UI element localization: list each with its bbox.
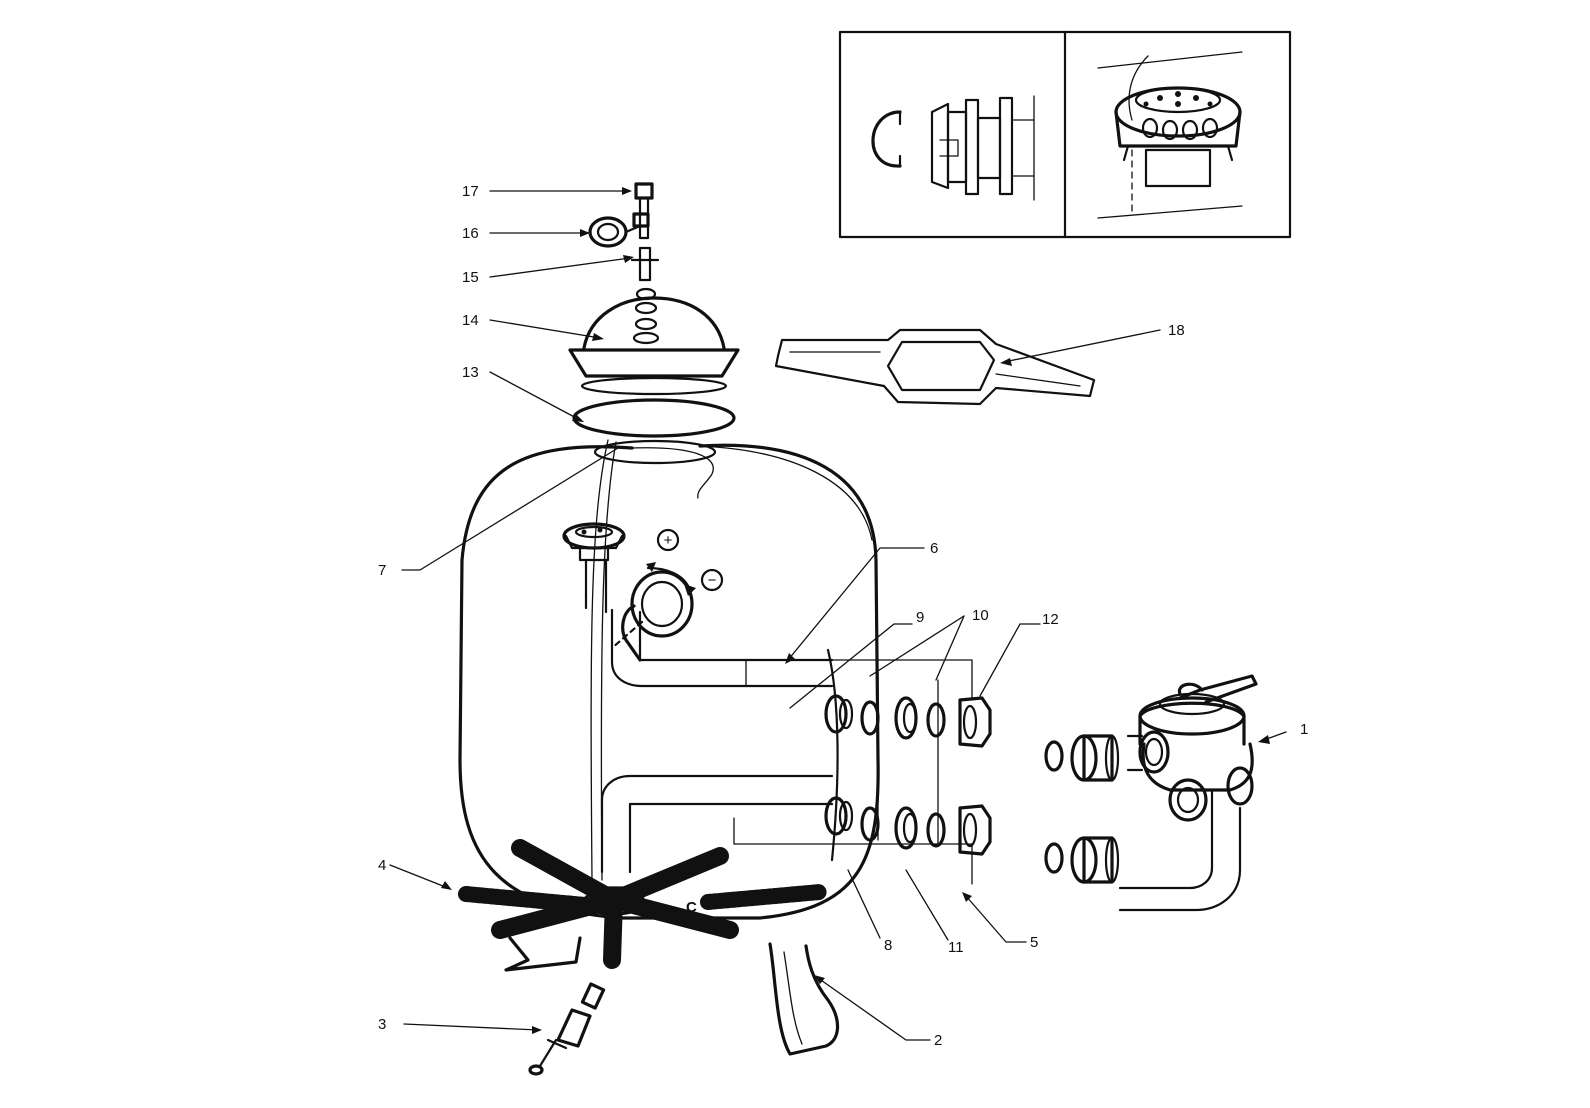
inset-details [838,30,1292,239]
callout-16: 16 [462,225,479,242]
internal-piping [590,439,834,881]
port-hardware [733,659,992,885]
callout-4: 4 [378,857,386,874]
leader-lines [389,187,1287,1041]
pressure-gauge-16 [588,216,628,248]
inset-lateral-hub [1097,51,1243,219]
t-fitting-17 [634,182,654,200]
drain-plug-3 [528,982,606,1076]
air-valve-15 [638,246,652,282]
top-diffuser: + − [562,522,724,662]
lid-dome-14 [582,296,726,350]
callout-10: 10 [972,607,989,624]
support-bracket-18 [774,328,1096,406]
callout-3: 3 [378,1016,386,1033]
callout-12: 12 [1042,611,1059,628]
tank-legs [504,936,840,1056]
callout-17: 17 [462,183,479,200]
callout-5: 5 [1030,934,1038,951]
callout-labels: 1 2 3 4 5 6 7 8 9 10 11 12 13 14 15 16 1… [378,183,1308,1049]
multiport-valve-1 [1044,674,1258,912]
callout-14: 14 [462,312,479,329]
inset-clip-connector [871,95,1035,201]
plus-symbol: + [664,532,673,549]
o-ring-13 [572,398,736,438]
callout-11: 11 [948,939,964,956]
callout-18: 18 [1168,322,1185,339]
callout-2: 2 [934,1032,942,1049]
callout-1: 1 [1300,721,1308,738]
callout-7: 7 [378,562,386,579]
clip-symbol: C [686,899,697,916]
laterals-underdrain: C [458,839,828,969]
callout-6: 6 [930,540,938,557]
callout-8: 8 [884,937,892,954]
minus-symbol: − [708,572,717,589]
callout-15: 15 [462,269,479,286]
callout-9: 9 [916,609,924,626]
callout-13: 13 [462,364,479,381]
lid-assembly [568,182,740,438]
